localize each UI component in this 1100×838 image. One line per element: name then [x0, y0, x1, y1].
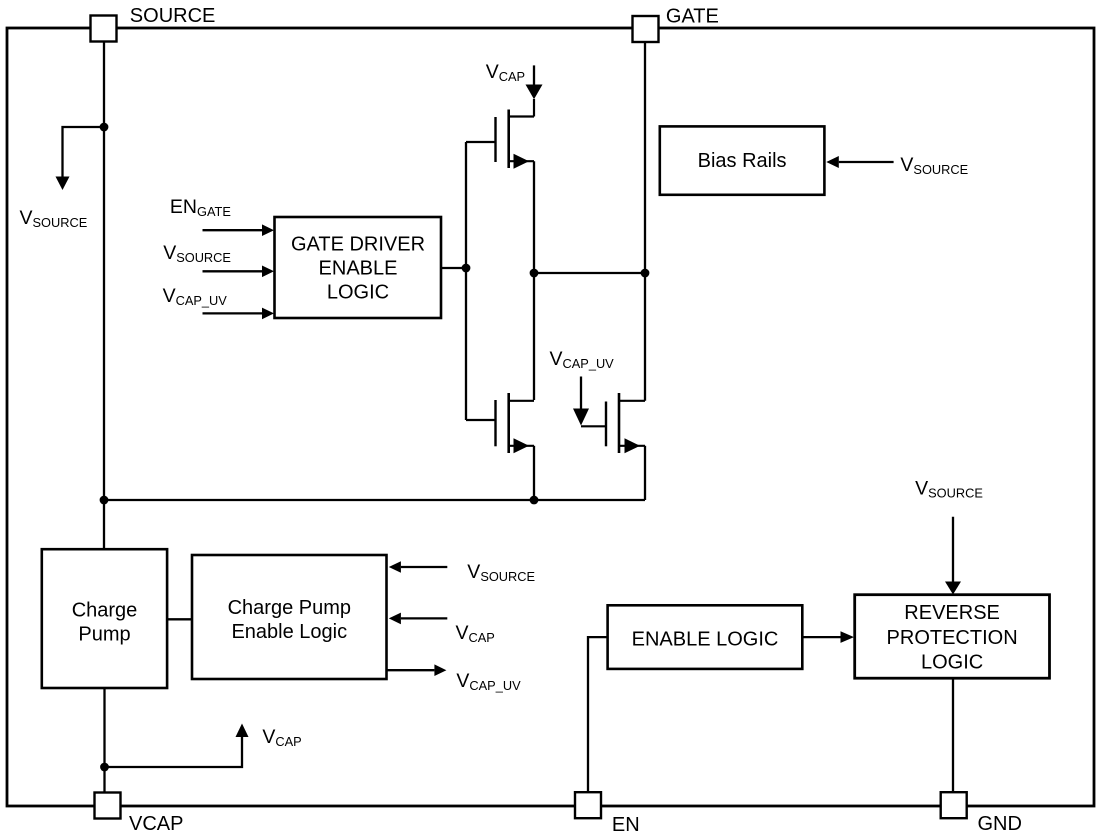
svg-text:Charge Pump: Charge Pump — [228, 597, 351, 619]
svg-text:ENGATE: ENGATE — [170, 196, 231, 219]
svg-text:GATE: GATE — [666, 6, 719, 28]
svg-text:REVERSE: REVERSE — [904, 602, 1000, 624]
svg-text:LOGIC: LOGIC — [921, 652, 983, 674]
svg-text:Charge: Charge — [72, 599, 138, 621]
svg-text:VCAP: VCAP — [129, 813, 183, 835]
svg-text:LOGIC: LOGIC — [327, 281, 389, 303]
svg-text:PROTECTION: PROTECTION — [887, 627, 1018, 649]
svg-text:GND: GND — [978, 813, 1022, 835]
svg-text:Enable Logic: Enable Logic — [231, 621, 347, 643]
svg-text:ENABLE: ENABLE — [319, 258, 398, 280]
svg-text:ENABLE LOGIC: ENABLE LOGIC — [632, 629, 779, 651]
svg-text:SOURCE: SOURCE — [130, 5, 216, 27]
svg-text:GATE DRIVER: GATE DRIVER — [291, 234, 425, 256]
svg-text:Pump: Pump — [78, 623, 130, 645]
svg-text:Bias Rails: Bias Rails — [698, 150, 787, 172]
svg-text:EN: EN — [612, 814, 640, 836]
